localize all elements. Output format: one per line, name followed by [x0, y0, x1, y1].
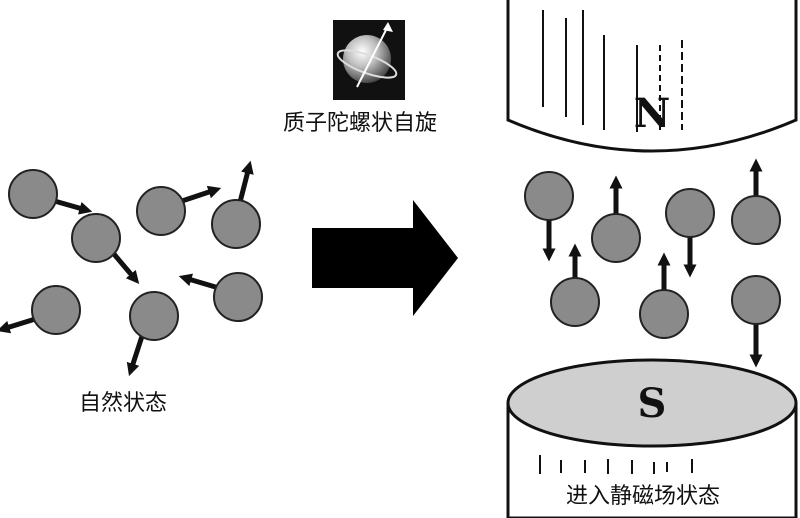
proton	[126, 291, 179, 377]
transition-arrow-icon	[312, 200, 458, 316]
natural-state-caption: 自然状态	[79, 391, 168, 416]
proton-spin-up	[591, 175, 641, 263]
proton-spin-down	[731, 275, 781, 368]
proton-spin-caption: 质子陀螺状自旋	[283, 111, 438, 136]
proton	[211, 160, 261, 249]
proton-spin-icon	[333, 20, 405, 100]
proton-spin-up	[639, 252, 689, 339]
aligned-protons	[524, 158, 781, 368]
south-pole-letter: S	[638, 380, 667, 427]
south-magnet: S	[506, 358, 798, 518]
proton	[0, 285, 81, 335]
proton-spin-up	[550, 243, 600, 327]
proton-spin-up	[731, 158, 781, 245]
proton	[178, 272, 263, 322]
proton-spin-down	[524, 171, 574, 262]
proton	[71, 213, 140, 284]
north-magnet: N	[506, 0, 798, 153]
proton	[136, 185, 222, 236]
proton-spin-down	[665, 188, 715, 278]
natural-state-protons	[0, 160, 263, 377]
north-pole-letter: N	[634, 90, 671, 137]
magnetic-field-state-caption: 进入静磁场状态	[566, 484, 721, 509]
proton	[8, 169, 93, 219]
